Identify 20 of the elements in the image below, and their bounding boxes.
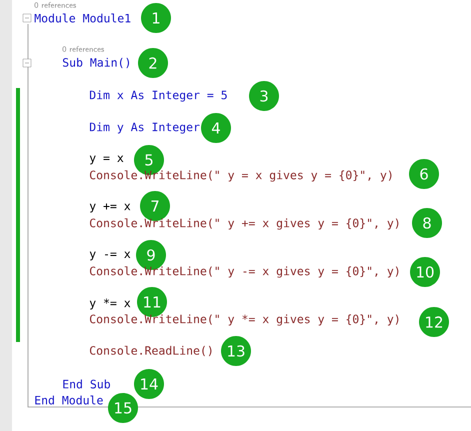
number-badge: 2 [138, 48, 168, 78]
code-line: Module Module1 [34, 14, 130, 22]
number-badge: 14 [134, 369, 164, 399]
number-badge: 12 [419, 307, 449, 337]
number-badge: 6 [409, 159, 439, 189]
number-badge: 4 [201, 113, 231, 143]
number-badge: 1 [141, 3, 171, 33]
reference-count: 0 references [34, 2, 76, 8]
number-badge: 15 [108, 393, 138, 423]
number-badge: 10 [410, 257, 440, 287]
code-line: Console.WriteLine(" y *= x gives y = {0}", y) [90, 314, 398, 326]
code-line: Console.ReadLine() [90, 346, 212, 356]
number-badge: 3 [249, 81, 279, 111]
code-line: Dim y As Integer [90, 122, 200, 134]
code-line: Dim x As Integer = 5 [90, 90, 227, 102]
number-badge: 13 [221, 336, 251, 366]
code-line: Console.WriteLine(" y += x gives y = {0}", y) [90, 218, 398, 230]
reference-count: 0 references [62, 46, 104, 52]
number-badge: 8 [412, 208, 442, 238]
code-line: End Module [35, 396, 103, 404]
